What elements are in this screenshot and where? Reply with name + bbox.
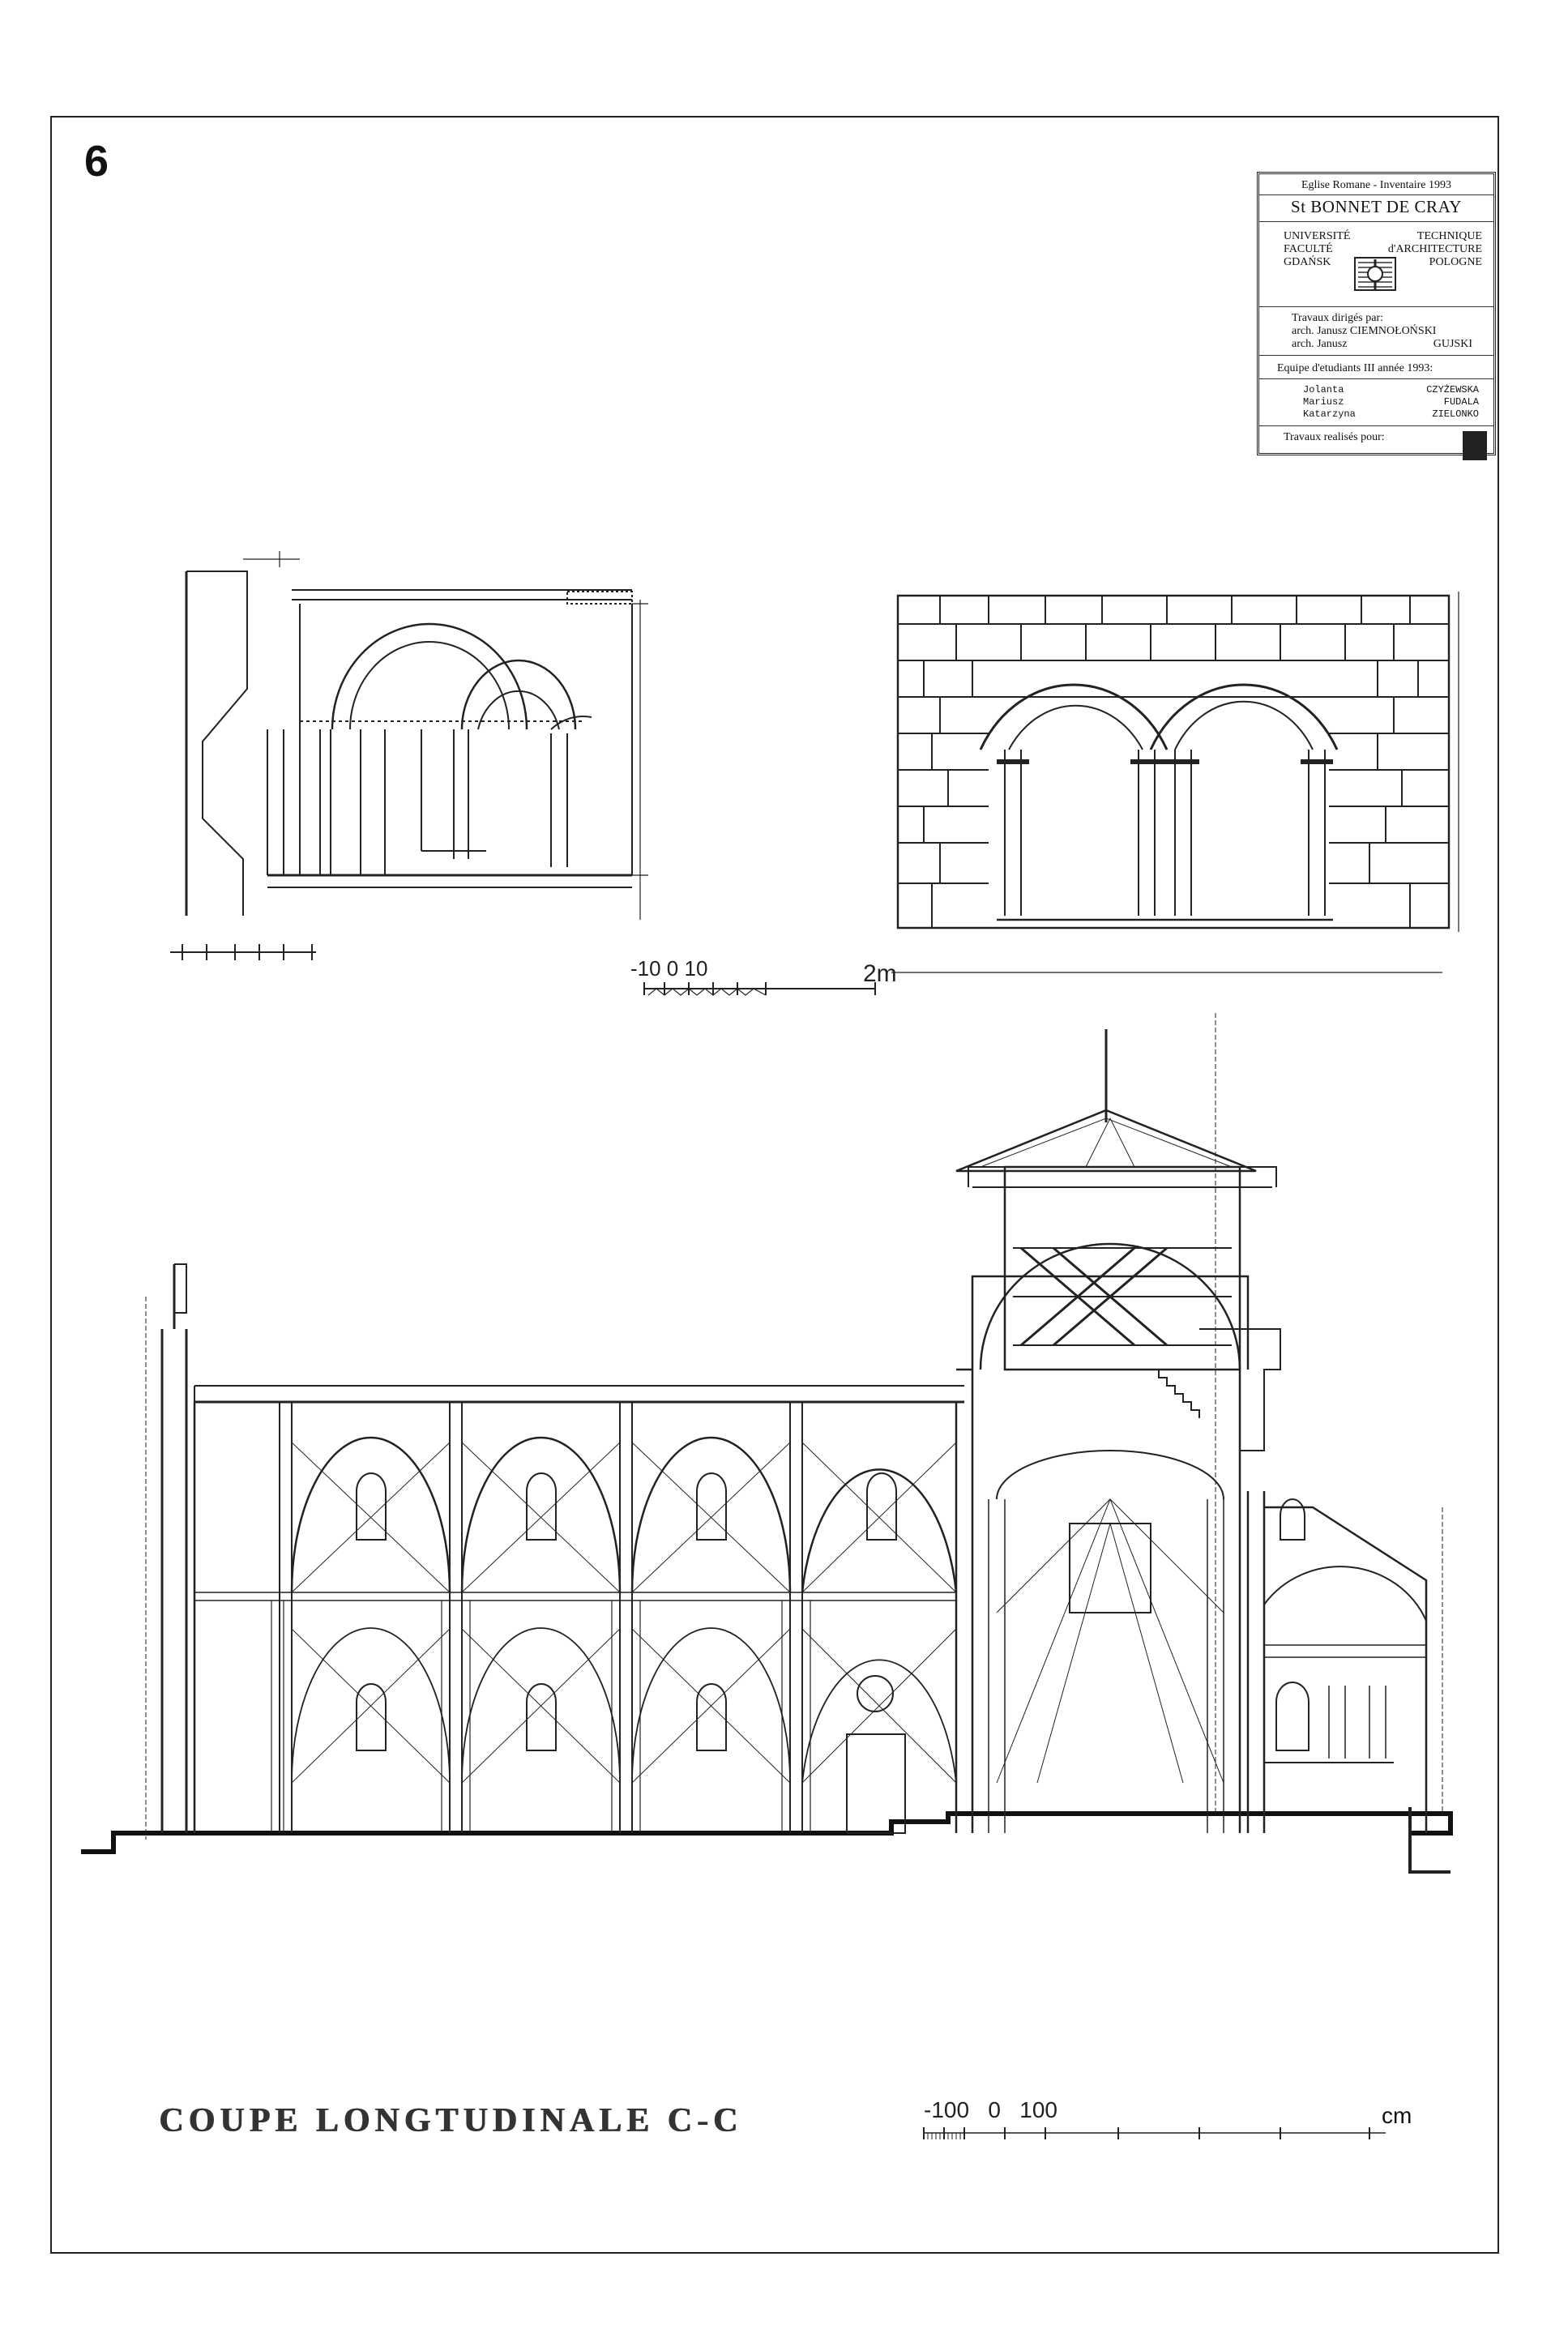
small-scale-bar (643, 982, 876, 996)
small-scale-label-left: -10 0 10 (630, 956, 708, 981)
longitudinal-section-drawing (81, 1013, 1453, 1874)
university-left: UNIVERSITÉ FACULTÉ GDAŃSK (1284, 230, 1351, 268)
small-scale-label-right: 2m (863, 960, 897, 987)
title-block-header: Eglise Romane - Inventaire 1993 (1259, 174, 1493, 195)
university-crest-icon (1354, 257, 1396, 291)
section-title: COUPE LONGTUDINALE C-C (159, 2102, 743, 2139)
sheet-frame (50, 116, 1499, 2254)
university-block: UNIVERSITÉ FACULTÉ GDAŃSK TECHNIQUE d'AR… (1259, 222, 1493, 307)
arcade-perspective-drawing (170, 551, 648, 960)
window-elevation-drawing (891, 592, 1459, 973)
team-label: Equipe d'etudiants III année 1993: (1259, 356, 1493, 379)
title-block: Eglise Romane - Inventaire 1993 St BONNE… (1257, 172, 1496, 460)
large-scale-bar (923, 2127, 1386, 2139)
realised-for: Travaux realisés pour: (1259, 426, 1493, 464)
large-scale-unit: cm (1382, 2103, 1412, 2128)
sheet-number: 6 (84, 137, 109, 186)
church-name: St BONNET DE CRAY (1259, 195, 1493, 222)
university-right: TECHNIQUE d'ARCHITECTURE POLOGNE (1387, 230, 1482, 268)
large-scale-label: -100 0 100 (924, 2097, 1058, 2122)
sponsor-logo-icon (1463, 431, 1487, 460)
directors-block: Travaux dirigés par: arch. Janusz CIEMNO… (1259, 307, 1493, 356)
